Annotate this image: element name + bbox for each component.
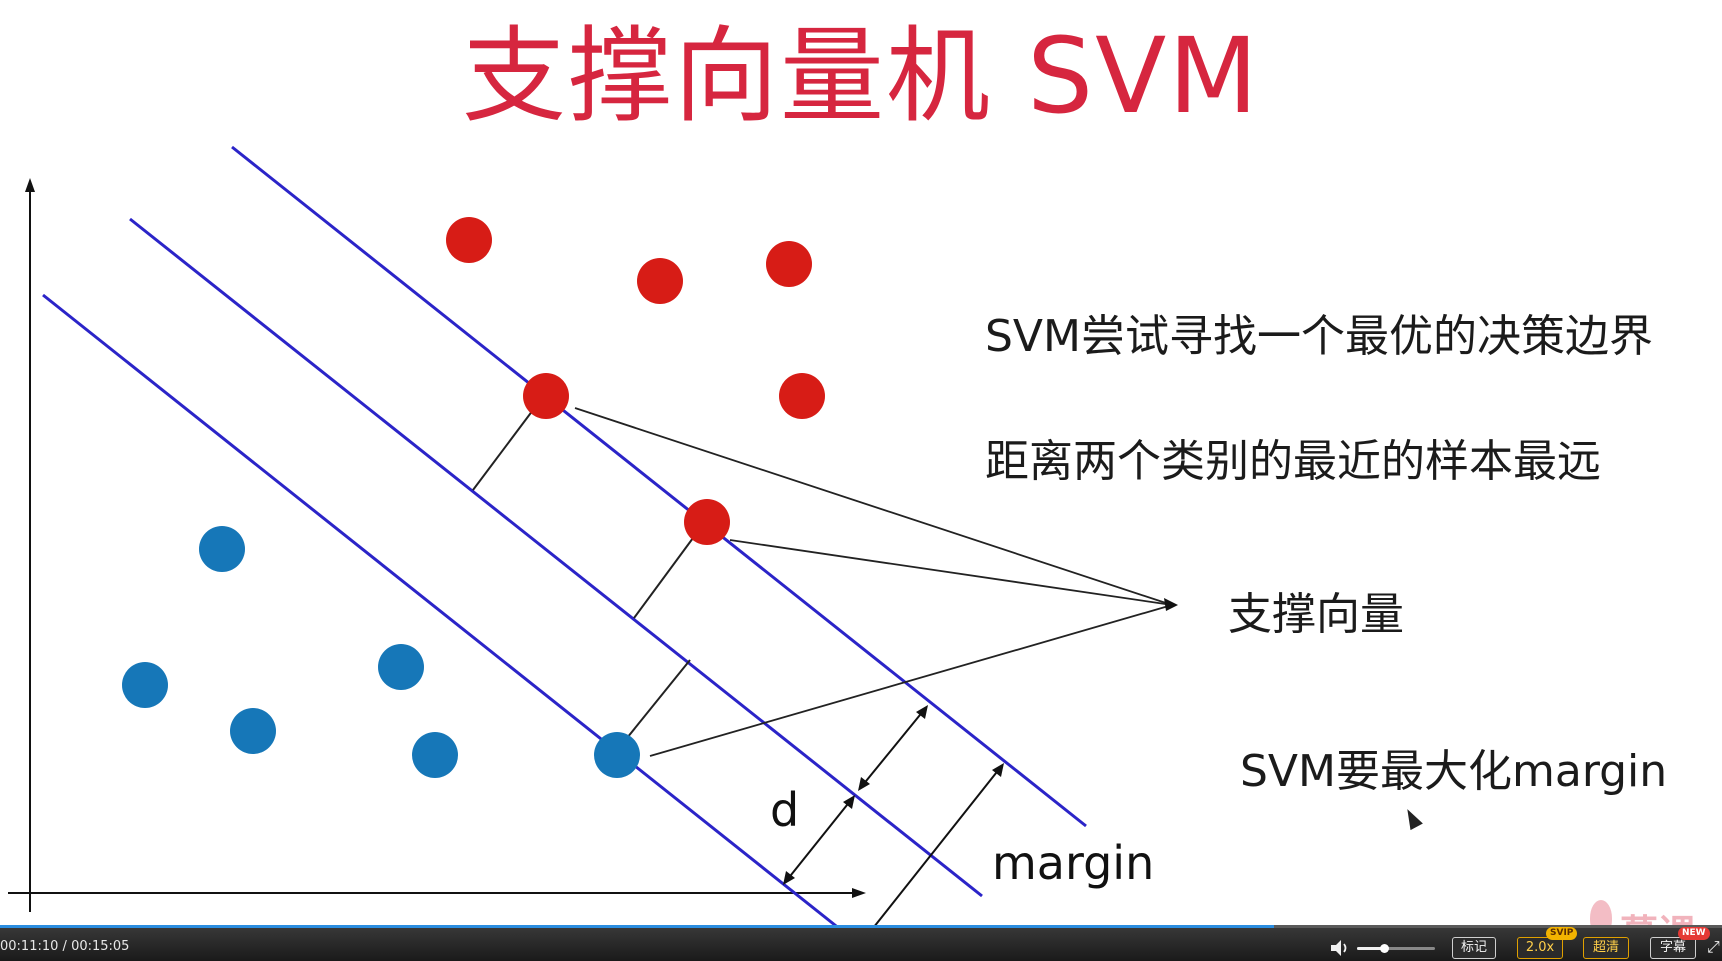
- volume-slider[interactable]: [1357, 944, 1435, 953]
- playback-speed-button[interactable]: 2.0x: [1517, 937, 1563, 959]
- y-axis-arrow: [25, 178, 35, 192]
- d-arrowhead: [843, 795, 855, 809]
- blue-point: [199, 526, 245, 572]
- d-arrowhead: [783, 871, 795, 885]
- speaker-icon[interactable]: [1330, 939, 1350, 957]
- blue-point: [122, 662, 168, 708]
- red-point-support-vector: [684, 499, 730, 545]
- x-axis-arrow: [852, 888, 866, 898]
- distance-line: [472, 409, 534, 491]
- note-max-distance: 距离两个类别的最近的样本最远: [985, 436, 1601, 487]
- pointer-line: [649, 604, 1173, 757]
- note-svm-objective: SVM尝试寻找一个最优的决策边界: [985, 311, 1653, 362]
- quality-button[interactable]: 超清: [1583, 937, 1629, 959]
- d-arrow: [861, 709, 925, 787]
- margin-arrow: [865, 767, 1001, 938]
- d-arrowhead: [858, 777, 870, 791]
- lecture-slide: 支撑向量机 SVM: [8, 15, 1696, 956]
- volume-knob[interactable]: [1380, 944, 1390, 953]
- svip-badge: SVIP: [1546, 927, 1578, 940]
- red-point: [637, 258, 683, 304]
- red-point: [766, 241, 812, 287]
- pointer-line: [729, 539, 1173, 606]
- note-support-vectors: 支撑向量: [1228, 589, 1404, 640]
- blue-point: [230, 708, 276, 754]
- new-badge: NEW: [1678, 927, 1710, 940]
- time-separator: /: [62, 939, 67, 954]
- fullscreen-icon[interactable]: ⤢: [1707, 937, 1720, 956]
- progress-bar[interactable]: [0, 925, 1722, 928]
- distance-line: [626, 659, 691, 739]
- margin-arrowhead: [992, 763, 1004, 777]
- margin-label: margin: [992, 836, 1155, 890]
- red-point-support-vector: [523, 373, 569, 419]
- red-class-points: [446, 217, 825, 545]
- red-point: [779, 373, 825, 419]
- playback-time: 00:11:10 / 00:15:05: [0, 939, 129, 954]
- margin-line-lower: [42, 293, 861, 947]
- slide-title: 支撑向量机 SVM: [462, 15, 1260, 137]
- margin-line-upper: [231, 145, 1087, 828]
- volume-fill: [1357, 947, 1385, 950]
- blue-point: [378, 644, 424, 690]
- mark-button[interactable]: 标记: [1452, 937, 1496, 959]
- d-arrowhead: [916, 705, 928, 719]
- blue-point-support-vector: [594, 732, 640, 778]
- red-point: [446, 217, 492, 263]
- d-arrow: [786, 799, 852, 881]
- blue-point: [412, 732, 458, 778]
- progress-fill: [0, 925, 1275, 928]
- pointer-line: [574, 407, 1173, 606]
- distance-label: d: [770, 783, 800, 837]
- pointer-arrowhead: [1164, 598, 1178, 611]
- subtitle-button[interactable]: 字幕: [1650, 937, 1696, 959]
- player-control-bar: 00:11:10 / 00:15:05 标记 2.0x SVIP 超清 字幕 N…: [0, 925, 1722, 961]
- note-maximize-margin: SVM要最大化margin: [1240, 746, 1668, 797]
- distance-line: [633, 537, 694, 619]
- blue-class-points: [122, 526, 640, 778]
- total-time: 00:15:05: [71, 939, 130, 954]
- current-time: 00:11:10: [0, 939, 59, 954]
- decision-boundary: [129, 217, 983, 898]
